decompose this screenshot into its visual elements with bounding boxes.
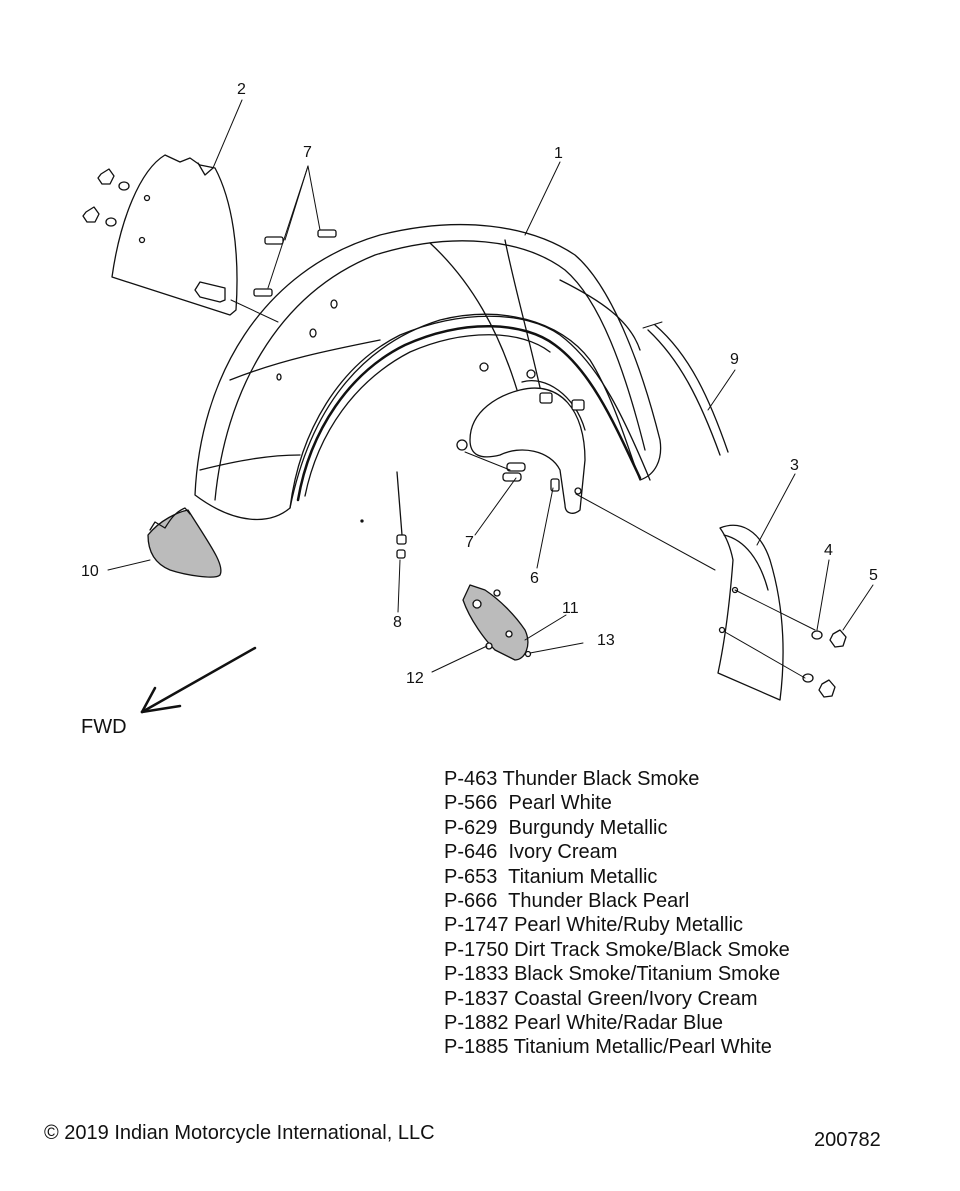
callout-7-bottom: 7 — [465, 534, 474, 551]
bracket — [462, 584, 529, 661]
fwd-label: FWD — [81, 716, 127, 738]
paint-name: Thunder Black Smoke — [502, 768, 700, 790]
paint-name: Pearl White — [502, 792, 612, 815]
forward-direction-arrow — [140, 646, 257, 714]
paint-code-item: P-463 Thunder Black Smoke — [444, 767, 790, 791]
paint-code-item: P-1837 Coastal Green/Ivory Cream — [444, 987, 790, 1011]
paint-code: P-1837 — [444, 987, 509, 1010]
paint-name: Burgundy Metallic — [502, 816, 668, 839]
callout-6: 6 — [530, 570, 539, 587]
paint-code: P-629 — [444, 816, 498, 839]
paint-name: Pearl White/Ruby Metallic — [514, 914, 744, 937]
paint-code-item: P-646 Ivory Cream — [444, 840, 790, 864]
paint-code: P-653 — [444, 865, 498, 888]
paint-name: Titanium Metallic/Pearl White — [513, 1036, 772, 1059]
paint-name: Ivory Cream — [502, 841, 618, 864]
paint-code-item: P-566 Pearl White — [444, 791, 790, 815]
paint-code-item: P-1750 Dirt Track Smoke/Black Smoke — [444, 938, 790, 962]
paint-code: P-463 — [444, 768, 498, 790]
callout-10: 10 — [81, 563, 99, 580]
callout-2: 2 — [237, 81, 246, 98]
callout-11: 11 — [562, 600, 579, 617]
paint-code: P-1885 — [444, 1036, 509, 1059]
paint-code-item: P-1833 Black Smoke/Titanium Smoke — [444, 962, 790, 986]
paint-code: P-1882 — [444, 1012, 509, 1035]
paint-name: Thunder Black Pearl — [502, 890, 690, 913]
fender-mounting-bracket — [469, 362, 586, 514]
paint-code-item: P-666 Thunder Black Pearl — [444, 889, 790, 913]
diagram-number: 200782 — [814, 1129, 881, 1151]
callout-12: 12 — [406, 670, 424, 687]
paint-name: Titanium Metallic — [502, 865, 658, 888]
hardware — [82, 168, 847, 698]
front-fender — [194, 223, 662, 521]
paint-code-item: P-629 Burgundy Metallic — [444, 816, 790, 840]
callout-4: 4 — [824, 542, 833, 559]
fender-tip-right — [717, 524, 784, 701]
callout-9: 9 — [730, 351, 739, 368]
wiring-stud — [396, 471, 407, 559]
fender-tip-left — [111, 154, 238, 316]
callout-1: 1 — [554, 145, 563, 162]
paint-name: Coastal Green/Ivory Cream — [514, 987, 758, 1010]
callout-3: 3 — [790, 457, 799, 474]
paint-name: Pearl White/Radar Blue — [514, 1012, 724, 1035]
callout-8: 8 — [393, 614, 402, 631]
copyright-notice: © 2019 Indian Motorcycle International, … — [44, 1122, 435, 1144]
paint-code: P-1747 — [444, 914, 509, 937]
paint-code: P-646 — [444, 841, 498, 864]
callout-13: 13 — [597, 632, 615, 649]
front-fender-trim — [147, 507, 222, 578]
exploded-parts-drawing — [82, 99, 874, 714]
paint-code-list: P-463 Thunder Black Smoke P-566 Pearl Wh… — [444, 767, 790, 1060]
callout-7-top: 7 — [303, 144, 312, 161]
callout-5: 5 — [869, 567, 878, 584]
paint-code-item: P-1747 Pearl White/Ruby Metallic — [444, 913, 790, 937]
paint-code: P-1833 — [444, 963, 509, 986]
trim-strip — [642, 321, 729, 456]
leader-lines — [107, 99, 874, 679]
paint-code-item: P-1885 Titanium Metallic/Pearl White — [444, 1035, 790, 1059]
paint-name: Black Smoke/Titanium Smoke — [514, 963, 781, 986]
paint-code: P-566 — [444, 792, 498, 815]
paint-code-item: P-1882 Pearl White/Radar Blue — [444, 1011, 790, 1035]
paint-code-item: P-653 Titanium Metallic — [444, 865, 790, 889]
paint-code: P-666 — [444, 890, 498, 913]
paint-name: Dirt Track Smoke/Black Smoke — [514, 938, 790, 961]
paint-code: P-1750 — [444, 938, 509, 961]
